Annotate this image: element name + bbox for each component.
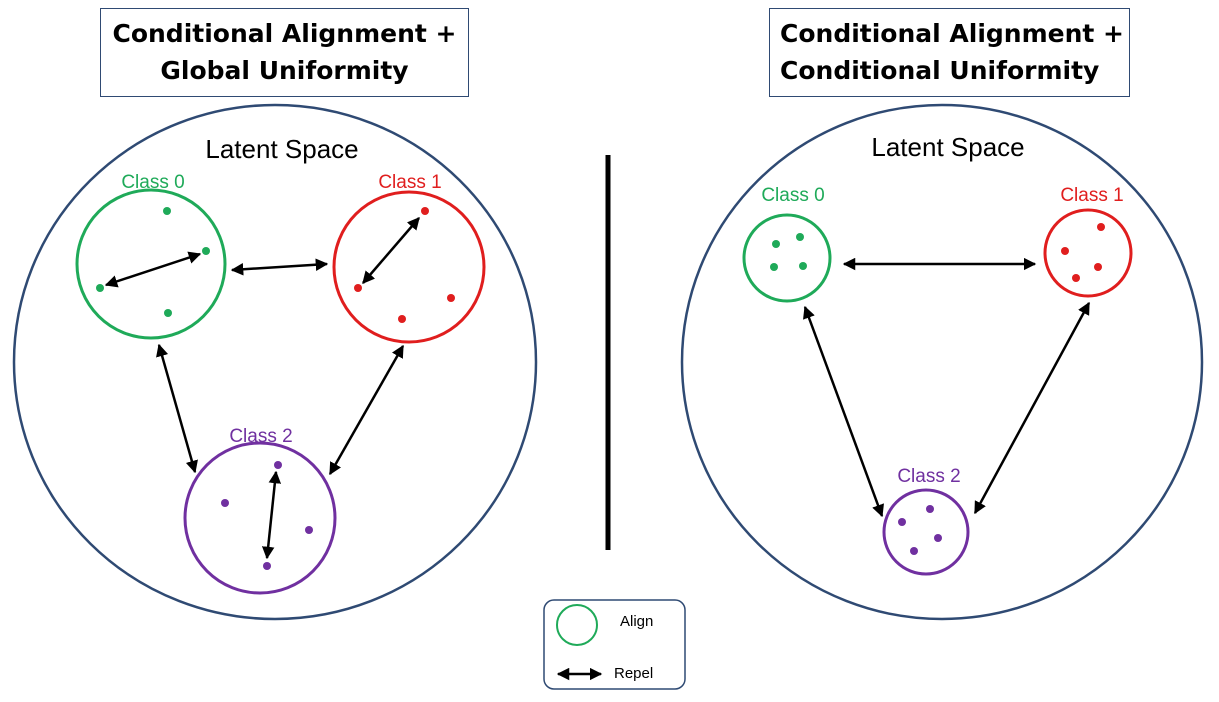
left-class0-point: [164, 309, 172, 317]
right-class0-point: [772, 240, 780, 248]
left-class1-point: [354, 284, 362, 292]
left-class2-point: [263, 562, 271, 570]
right-panel-title: Conditional Alignment + Conditional Unif…: [769, 8, 1130, 97]
right-repel-arrow-class1-class2: [973, 301, 1091, 515]
left-class1-label: Class 1: [378, 172, 441, 193]
left-class2-point: [305, 526, 313, 534]
left-latent-space: [12, 103, 538, 621]
left-class2-label: Class 2: [229, 426, 292, 447]
right-class2-circle: [882, 488, 970, 576]
right-class0-label: Class 0: [761, 185, 824, 206]
right-class1-point: [1097, 223, 1105, 231]
left-class2-point: [221, 499, 229, 507]
right-class2-point: [910, 547, 918, 555]
left-class0-point: [202, 247, 210, 255]
right-class1-circle: [1043, 208, 1133, 298]
left-class0-point: [96, 284, 104, 292]
left-class0-point: [163, 207, 171, 215]
right-class2-label: Class 2: [897, 466, 960, 487]
left-title-line2: Global Uniformity: [160, 56, 409, 85]
left-repel-arrow-class0-points: [104, 251, 202, 288]
left-title-line1: Conditional Alignment +: [112, 19, 457, 48]
right-class1-point: [1072, 274, 1080, 282]
left-panel-title: Conditional Alignment + Global Uniformit…: [100, 8, 469, 97]
left-class1-circle: [332, 190, 486, 344]
left-repel-arrow-class1-class2: [328, 344, 405, 476]
left-class0-circle: [75, 188, 227, 340]
right-class1-point: [1094, 263, 1102, 271]
legend-align-label: Align: [620, 613, 653, 630]
left-class1-point: [421, 207, 429, 215]
right-class2-point: [898, 518, 906, 526]
left-repel-arrow-class0-class2: [156, 343, 198, 474]
left-repel-arrow-class0-class1: [230, 258, 329, 276]
right-title-line2: Conditional Uniformity: [780, 56, 1100, 85]
left-class2-point: [274, 461, 282, 469]
left-class1-point: [398, 315, 406, 323]
right-class2-point: [926, 505, 934, 513]
right-class0-point: [796, 233, 804, 241]
right-latent-space: [680, 103, 1204, 621]
right-repel-arrow-class0-class2: [803, 305, 884, 518]
legend-repel-label: Repel: [614, 665, 653, 682]
legend-box: [543, 599, 686, 690]
right-latent-space-label: Latent Space: [871, 132, 1024, 162]
right-class1-point: [1061, 247, 1069, 255]
left-repel-arrow-class2-points: [261, 470, 282, 560]
right-class0-point: [770, 263, 778, 271]
right-class0-circle: [742, 213, 832, 303]
legend-align-circle: [556, 604, 598, 646]
left-class2-circle: [183, 441, 337, 595]
left-class0-label: Class 0: [121, 172, 184, 193]
right-class0-point: [799, 262, 807, 270]
left-latent-space-label: Latent Space: [205, 134, 358, 164]
right-class1-label: Class 1: [1060, 185, 1123, 206]
right-class2-point: [934, 534, 942, 542]
left-class1-point: [447, 294, 455, 302]
left-repel-arrow-class1-points: [362, 217, 420, 284]
right-title-line1: Conditional Alignment +: [780, 19, 1125, 48]
